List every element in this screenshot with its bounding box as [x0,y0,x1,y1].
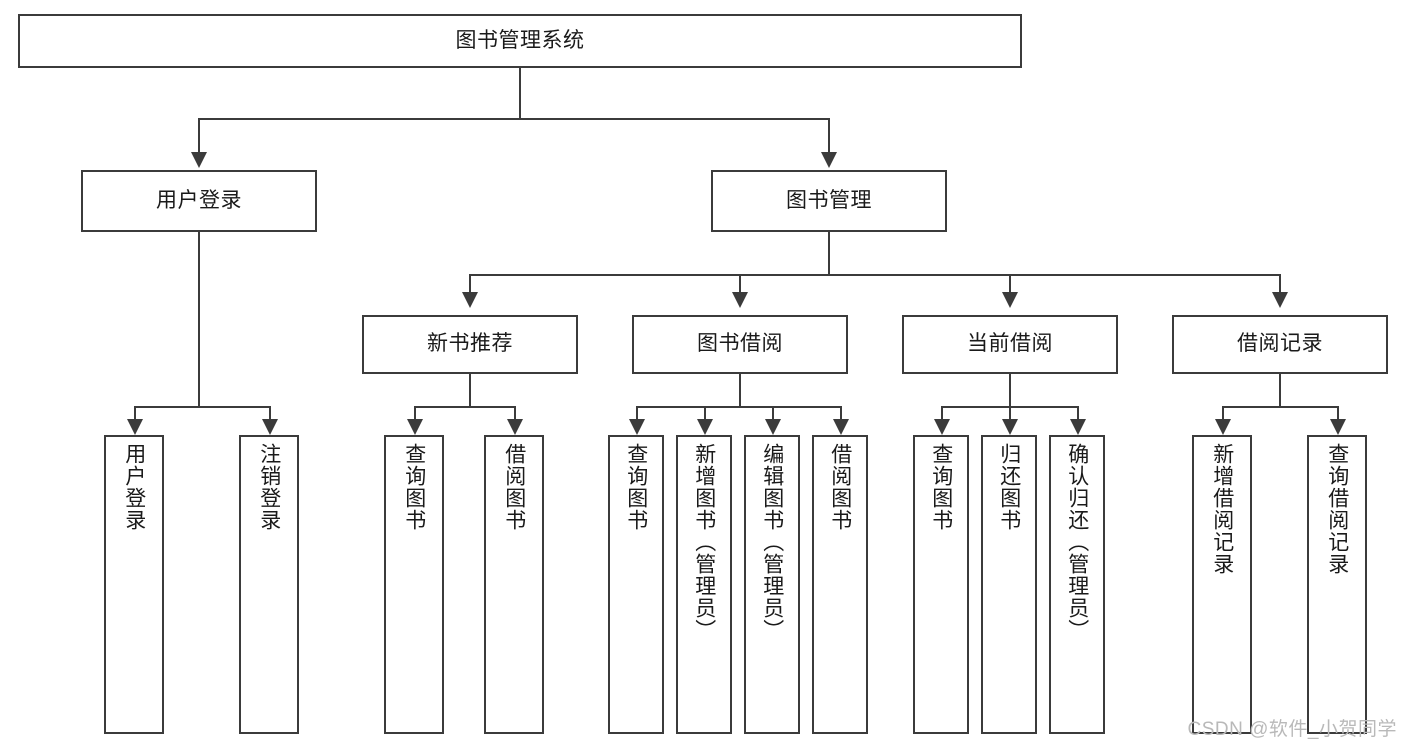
edge-bb-drop-3 [772,406,774,419]
edge-cb-drop-2 [1009,406,1011,419]
edge-cb-stem [1009,374,1011,406]
edge-root-bus [198,118,830,120]
arrow-to-leaf-user-login [127,419,143,435]
node-leaf-logout-login[interactable]: 注销登录 [239,435,299,734]
edge-user-login-stem [198,232,200,406]
node-leaf-borrow-book-1[interactable]: 借阅图书 [484,435,544,734]
node-current-borrow[interactable]: 当前借阅 [902,315,1118,374]
edge-root-stem [519,68,521,118]
edge-nbr-drop-1 [414,406,416,419]
node-leaf-return-book-label: 归还图书 [997,443,1021,531]
edge-book-manage-stem [828,232,830,274]
arrow-to-leaf-confirm-return [1070,419,1086,435]
watermark-text: CSDN @软件_小贺同学 [1187,719,1397,740]
node-user-login[interactable]: 用户登录 [81,170,317,232]
edge-bm-drop-3 [1009,274,1011,292]
arrow-to-new-book-recommend [462,292,478,308]
edge-bm-drop-4 [1279,274,1281,292]
node-leaf-confirm-return-label: 确认归还（管理员） [1065,443,1089,641]
node-leaf-logout-login-label: 注销登录 [257,443,281,531]
edge-br-bus [1222,406,1339,408]
arrow-to-leaf-add-book [697,419,713,435]
arrow-to-leaf-logout-login [262,419,278,435]
node-leaf-borrow-book-2[interactable]: 借阅图书 [812,435,868,734]
node-new-book-recommend[interactable]: 新书推荐 [362,315,578,374]
node-leaf-edit-book-label: 编辑图书（管理员） [760,443,784,641]
arrow-to-leaf-query-book-3 [934,419,950,435]
node-leaf-confirm-return[interactable]: 确认归还（管理员） [1049,435,1105,734]
edge-nbr-bus [414,406,516,408]
edge-br-drop-1 [1222,406,1224,419]
node-current-borrow-label: 当前借阅 [967,332,1053,356]
edge-bb-drop-1 [636,406,638,419]
edge-cb-drop-3 [1077,406,1079,419]
arrow-to-leaf-query-book-1 [407,419,423,435]
node-leaf-query-book-1-label: 查询图书 [402,443,426,531]
arrow-to-leaf-edit-book [765,419,781,435]
node-root[interactable]: 图书管理系统 [18,14,1022,68]
edge-bb-bus [636,406,842,408]
node-borrow-record-label: 借阅记录 [1237,332,1323,356]
edge-bb-drop-4 [840,406,842,419]
arrow-to-current-borrow [1002,292,1018,308]
arrow-to-user-login [191,152,207,168]
node-leaf-query-book-1[interactable]: 查询图书 [384,435,444,734]
edge-bm-drop-2 [739,274,741,292]
node-book-borrow-label: 图书借阅 [697,332,783,356]
node-book-manage[interactable]: 图书管理 [711,170,947,232]
edge-root-to-book-manage [828,118,830,152]
node-leaf-edit-book[interactable]: 编辑图书（管理员） [744,435,800,734]
node-book-manage-label: 图书管理 [786,188,872,212]
edge-user-login-drop-1 [134,406,136,419]
edge-bb-stem [739,374,741,406]
node-leaf-query-record[interactable]: 查询借阅记录 [1307,435,1367,734]
edge-cb-drop-1 [941,406,943,419]
node-leaf-add-record-label: 新增借阅记录 [1210,443,1234,575]
edge-book-manage-bus [469,274,1281,276]
node-root-label: 图书管理系统 [455,28,585,52]
edge-br-drop-2 [1337,406,1339,419]
arrow-to-borrow-record [1272,292,1288,308]
edge-root-to-user-login [198,118,200,152]
edge-nbr-drop-2 [514,406,516,419]
arrow-to-leaf-query-record [1330,419,1346,435]
node-user-login-label: 用户登录 [156,188,242,212]
node-leaf-query-book-2-label: 查询图书 [624,443,648,531]
node-book-borrow[interactable]: 图书借阅 [632,315,848,374]
arrow-to-leaf-return-book [1002,419,1018,435]
node-borrow-record[interactable]: 借阅记录 [1172,315,1388,374]
edge-bm-drop-1 [469,274,471,292]
arrow-to-leaf-query-book-2 [629,419,645,435]
node-leaf-query-record-label: 查询借阅记录 [1325,443,1349,575]
node-leaf-query-book-3[interactable]: 查询图书 [913,435,969,734]
node-leaf-query-book-3-label: 查询图书 [929,443,953,531]
node-leaf-add-record[interactable]: 新增借阅记录 [1192,435,1252,734]
node-leaf-borrow-book-1-label: 借阅图书 [502,443,526,531]
node-leaf-user-login-label: 用户登录 [122,443,146,531]
arrow-to-leaf-borrow-book-1 [507,419,523,435]
arrow-to-book-manage [821,152,837,168]
node-leaf-add-book[interactable]: 新增图书（管理员） [676,435,732,734]
edge-user-login-drop-2 [269,406,271,419]
edge-bb-drop-2 [704,406,706,419]
node-leaf-query-book-2[interactable]: 查询图书 [608,435,664,734]
arrow-to-leaf-add-record [1215,419,1231,435]
node-leaf-return-book[interactable]: 归还图书 [981,435,1037,734]
arrow-to-leaf-borrow-book-2 [833,419,849,435]
node-leaf-user-login[interactable]: 用户登录 [104,435,164,734]
node-new-book-recommend-label: 新书推荐 [427,332,513,356]
edge-user-login-bus [134,406,270,408]
node-leaf-borrow-book-2-label: 借阅图书 [828,443,852,531]
node-leaf-add-book-label: 新增图书（管理员） [692,443,716,641]
edge-nbr-stem [469,374,471,406]
arrow-to-book-borrow [732,292,748,308]
edge-br-stem [1279,374,1281,406]
